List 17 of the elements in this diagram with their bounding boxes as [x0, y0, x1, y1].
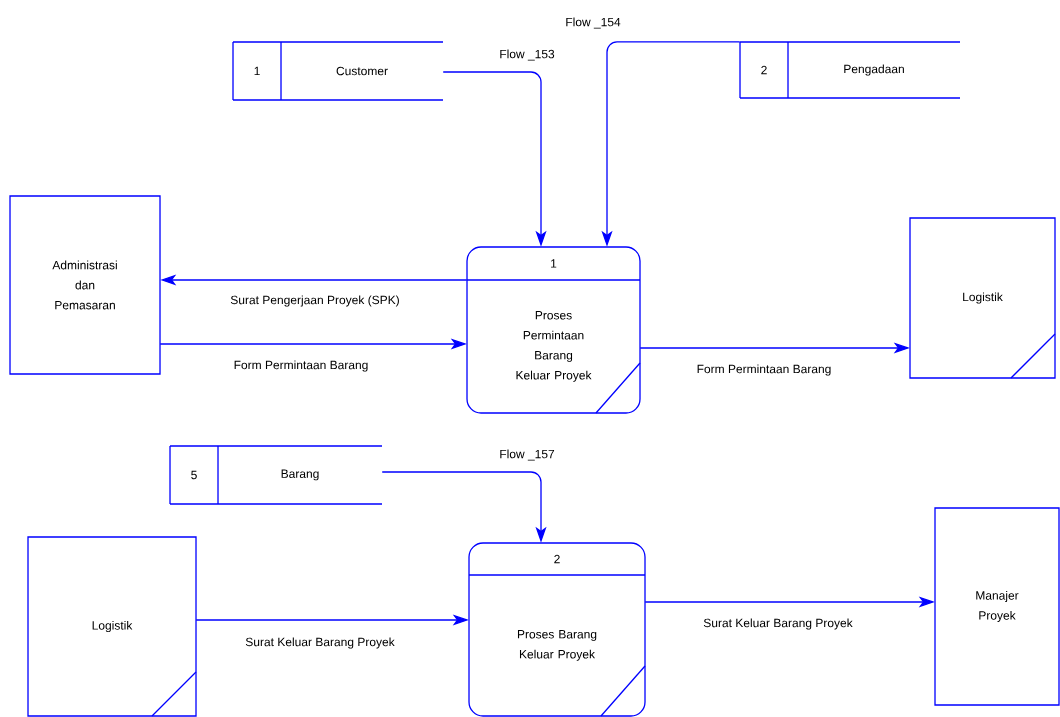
edge-label: Flow _154	[564, 16, 622, 30]
external-entity: Logistik	[27, 536, 197, 717]
data-store: 5 Barang	[169, 445, 383, 505]
external-entity: Administrasi dan Pemasaran	[9, 195, 161, 375]
edge-label: Form Permintaan Barang	[695, 363, 833, 377]
data-store: 1 Customer	[232, 41, 444, 101]
edge-label: Surat Keluar Barang Proyek	[702, 617, 854, 631]
external-entity: Logistik	[909, 217, 1056, 379]
edge-label: Form Permintaan Barang	[232, 359, 370, 373]
external-entity: Manajer Proyek	[934, 507, 1060, 706]
process-box: 2 Proses Barang Keluar Proyek	[468, 542, 646, 717]
edge-label: Surat Keluar Barang Proyek	[244, 636, 396, 650]
data-store: 2 Pengadaan	[739, 41, 961, 99]
edge-label: Surat Pengerjaan Proyek (SPK)	[229, 294, 401, 308]
process-box: 1 Proses Permintaan Barang Keluar Proyek	[466, 246, 641, 414]
edge-label: Flow _153	[498, 48, 556, 62]
edge-label: Flow _157	[498, 448, 556, 462]
